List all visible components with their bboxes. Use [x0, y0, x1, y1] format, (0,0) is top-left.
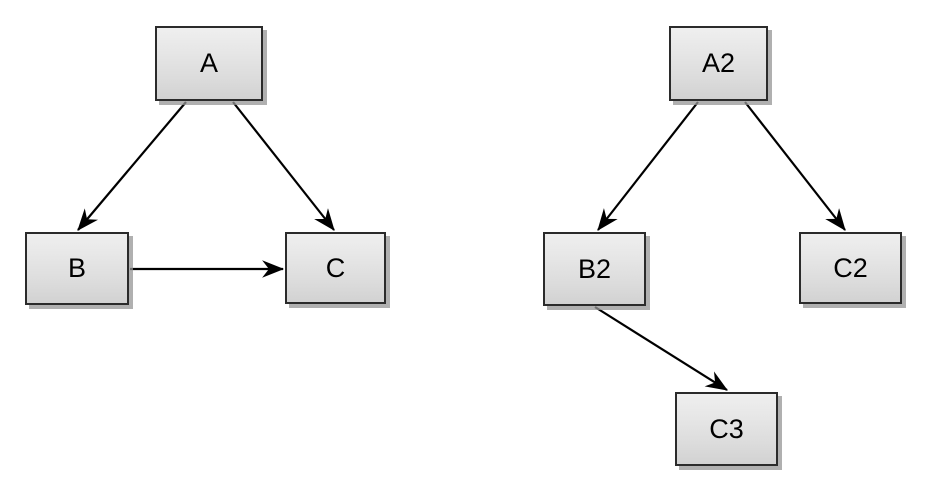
node-label-b2: B2 [577, 253, 612, 284]
node-label-c: C [325, 252, 346, 283]
edge-a2-to-c2[interactable] [744, 101, 846, 231]
edge-b2-to-c3[interactable] [594, 306, 728, 391]
node-label-a: A [199, 48, 218, 78]
node-label-c3: C3 [709, 413, 744, 444]
node-c3[interactable]: C3 [675, 392, 778, 466]
node-label-b: B [67, 253, 86, 283]
edge-a2-to-b2[interactable] [597, 101, 699, 231]
node-a2[interactable]: A2 [669, 26, 768, 101]
edge-a-to-c[interactable] [232, 101, 335, 231]
edge-a-to-b[interactable] [77, 101, 187, 231]
node-b[interactable]: B [25, 232, 129, 305]
edges-group [77, 101, 846, 391]
node-a[interactable]: A [155, 26, 263, 101]
node-label-a2: A2 [701, 48, 736, 78]
node-c2[interactable]: C2 [799, 232, 902, 304]
node-c[interactable]: C [285, 232, 386, 304]
node-label-c2: C2 [833, 252, 868, 283]
node-b2[interactable]: B2 [543, 232, 646, 306]
